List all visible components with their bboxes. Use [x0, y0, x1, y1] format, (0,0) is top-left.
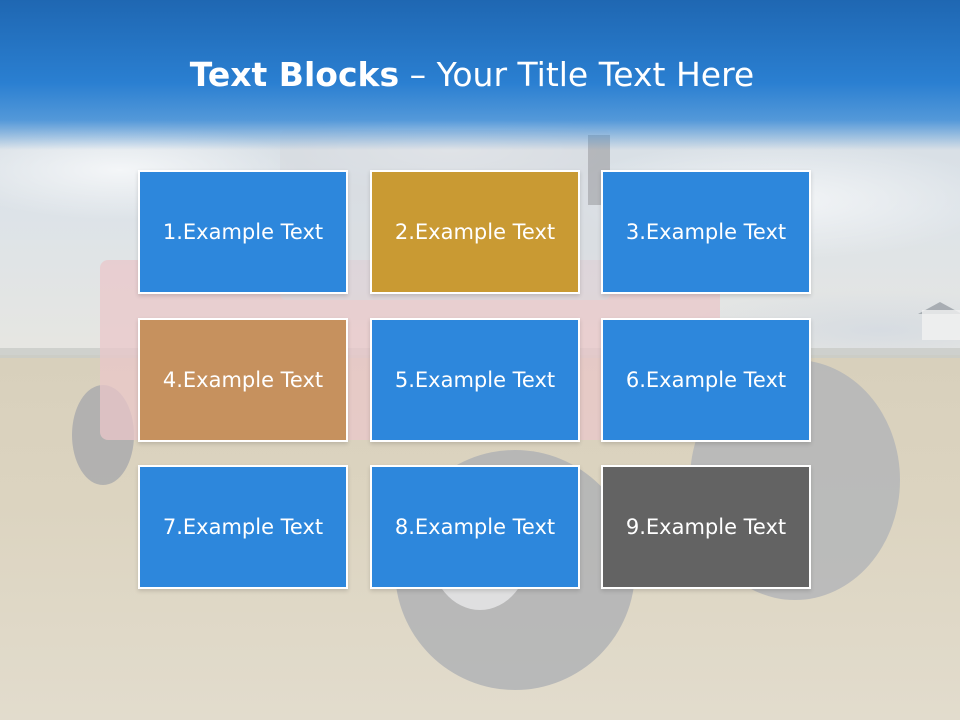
text-block-label: 5.Example Text	[394, 368, 556, 392]
text-block-label: 1.Example Text	[162, 220, 324, 244]
text-block-label: 6.Example Text	[625, 368, 787, 392]
text-block-label: 3.Example Text	[625, 220, 787, 244]
text-block-2[interactable]: 2.Example Text	[370, 170, 580, 294]
text-block-7[interactable]: 7.Example Text	[138, 465, 348, 589]
text-block-label: 2.Example Text	[394, 220, 556, 244]
text-block-label: 4.Example Text	[162, 368, 324, 392]
text-block-8[interactable]: 8.Example Text	[370, 465, 580, 589]
title-dash: –	[399, 55, 437, 94]
text-block-5[interactable]: 5.Example Text	[370, 318, 580, 442]
text-block-4[interactable]: 4.Example Text	[138, 318, 348, 442]
text-block-1[interactable]: 1.Example Text	[138, 170, 348, 294]
farm-house	[922, 310, 960, 340]
title-bold: Text Blocks	[189, 55, 400, 94]
title-bar	[0, 0, 960, 150]
text-block-9[interactable]: 9.Example Text	[601, 465, 811, 589]
text-block-3[interactable]: 3.Example Text	[601, 170, 811, 294]
text-block-6[interactable]: 6.Example Text	[601, 318, 811, 442]
text-block-label: 8.Example Text	[394, 515, 556, 539]
title-rest: Your Title Text Here	[436, 55, 755, 94]
slide-title[interactable]: Text Blocks – Your Title Text Here	[0, 52, 944, 98]
text-block-label: 9.Example Text	[625, 515, 787, 539]
text-block-label: 7.Example Text	[162, 515, 324, 539]
